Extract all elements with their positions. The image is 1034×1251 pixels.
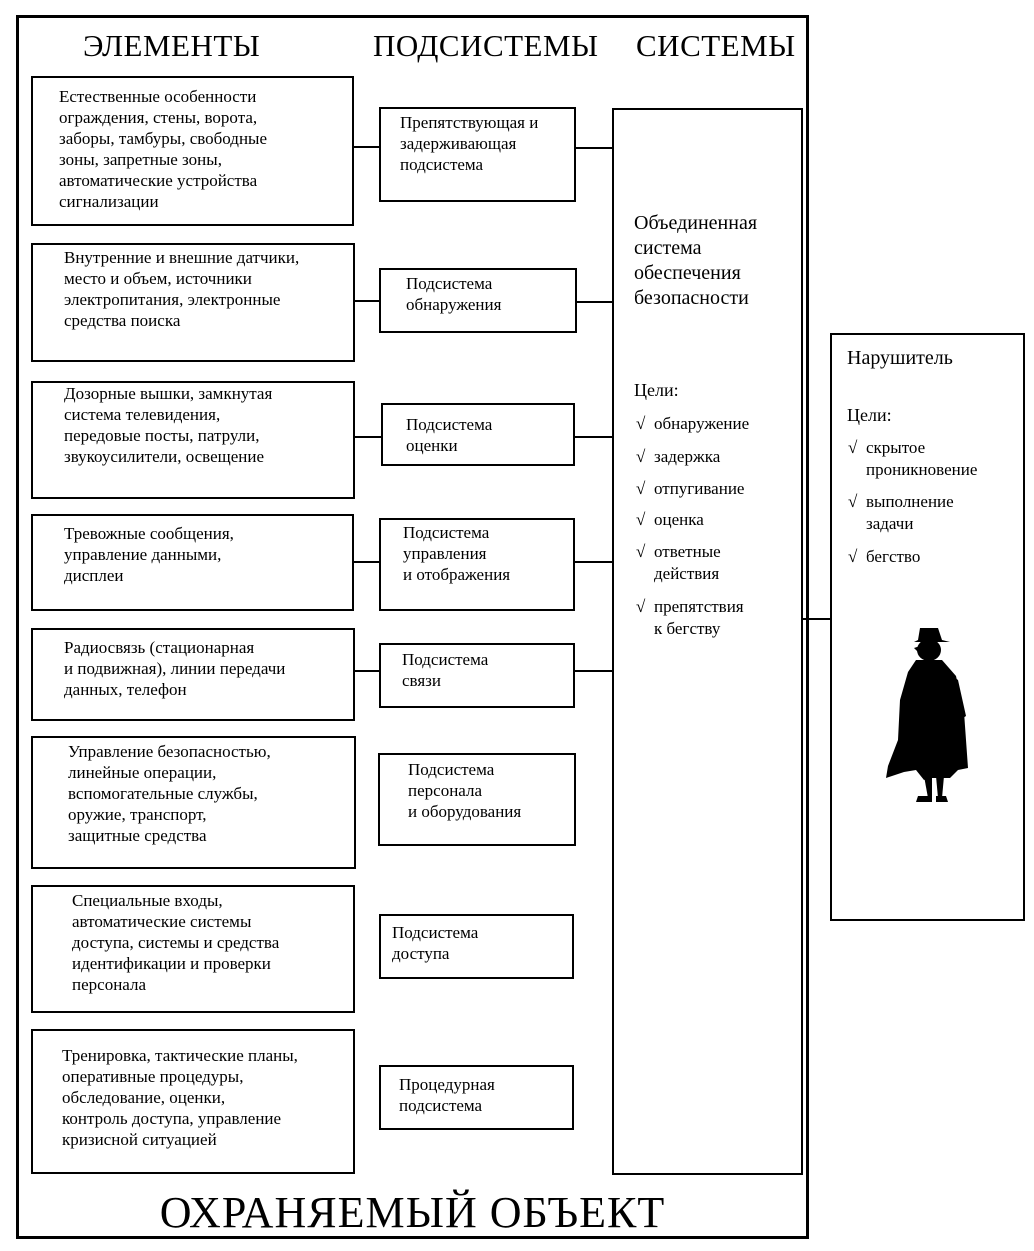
check-icon: √: [636, 479, 646, 498]
protected-object-frame: [16, 15, 809, 1239]
connector: [575, 436, 612, 438]
subsystem-text: Процедурная подсистема: [399, 1075, 495, 1115]
system-title: Объединенная система обеспечения безопас…: [634, 212, 758, 309]
connector: [575, 670, 612, 672]
silhouette-icon: [886, 628, 968, 802]
subsystem-text: Препятствующая и задерживающая подсистем…: [400, 113, 539, 174]
check-icon: √: [636, 414, 646, 433]
protected-object-label: ОХРАНЯЕМЫЙ ОБЪЕКТ: [159, 1188, 666, 1237]
connector: [576, 147, 612, 149]
check-icon: √: [636, 447, 646, 466]
system-goal: √ ответные действия: [636, 542, 721, 583]
header-subsystems: ПОДСИСТЕМЫ: [373, 28, 599, 63]
intruder-goal: √ скрытое проникновение: [848, 438, 978, 479]
element-text: Радиосвязь (стационарная и подвижная), л…: [64, 638, 286, 699]
connector: [354, 561, 379, 563]
connector: [355, 670, 379, 672]
header-elements: ЭЛЕМЕНТЫ: [83, 28, 261, 63]
element-text: Тренировка, тактические планы, оперативн…: [62, 1046, 298, 1149]
element-box: [31, 76, 354, 226]
intruder-goal: √ выполнение задачи: [848, 492, 954, 533]
system-goals-label: Цели:: [634, 380, 679, 400]
subsystem-text: Подсистема связи: [402, 650, 489, 690]
check-icon: √: [636, 542, 646, 561]
element-text: Специальные входы, автоматические систем…: [72, 891, 280, 994]
connector: [577, 301, 612, 303]
subsystem-text: Подсистема персонала и оборудования: [408, 760, 522, 821]
check-icon: √: [636, 597, 646, 616]
element-box: [31, 885, 355, 1013]
connector: [803, 618, 830, 620]
check-icon: √: [848, 492, 858, 511]
connector: [354, 146, 379, 148]
element-box: [31, 1029, 355, 1174]
system-goal: √ задержка: [636, 447, 721, 466]
subsystem-text: Подсистема обнаружения: [406, 274, 502, 314]
element-text: Дозорные вышки, замкнутая система телеви…: [64, 384, 273, 466]
element-box: [31, 736, 356, 869]
subsystem-box: [379, 1065, 574, 1130]
element-box: [31, 514, 354, 611]
united-security-system-box: [612, 108, 803, 1175]
element-box: [31, 628, 355, 721]
subsystem-text: Подсистема доступа: [392, 923, 479, 963]
system-goal: √ обнаружение: [636, 414, 750, 433]
check-icon: √: [848, 438, 858, 457]
element-box: [31, 381, 355, 499]
check-icon: √: [636, 510, 646, 529]
system-goal: √ отпугивание: [636, 479, 745, 498]
connector: [355, 436, 381, 438]
intruder-goal: √ бегство: [848, 547, 921, 566]
subsystem-box: [381, 403, 575, 466]
connector: [575, 561, 612, 563]
check-icon: √: [848, 547, 858, 566]
intruder-box: [830, 333, 1025, 921]
element-text: Естественные особенности ограждения, сте…: [59, 87, 268, 211]
intruder-title: Нарушитель: [847, 347, 953, 369]
connector: [355, 300, 379, 302]
header-systems: СИСТЕМЫ: [636, 28, 796, 63]
element-text: Внутренние и внешние датчики, место и об…: [64, 248, 300, 330]
system-goal: √ оценка: [636, 510, 704, 529]
element-box: [31, 243, 355, 362]
subsystem-box: [379, 914, 574, 979]
element-text: Тревожные сообщения, управление данными,…: [64, 524, 234, 585]
subsystem-text: Подсистема оценки: [406, 415, 493, 455]
subsystem-box: [379, 518, 575, 611]
subsystem-text: Подсистема управления и отображения: [403, 523, 511, 584]
system-goal: √ препятствия к бегству: [636, 597, 744, 638]
element-text: Управление безопасностью, линейные опера…: [68, 742, 271, 845]
intruder-goals-label: Цели:: [847, 405, 892, 425]
subsystem-box: [378, 753, 576, 846]
subsystem-box: [379, 107, 576, 202]
subsystem-box: [379, 643, 575, 708]
subsystem-box: [379, 268, 577, 333]
